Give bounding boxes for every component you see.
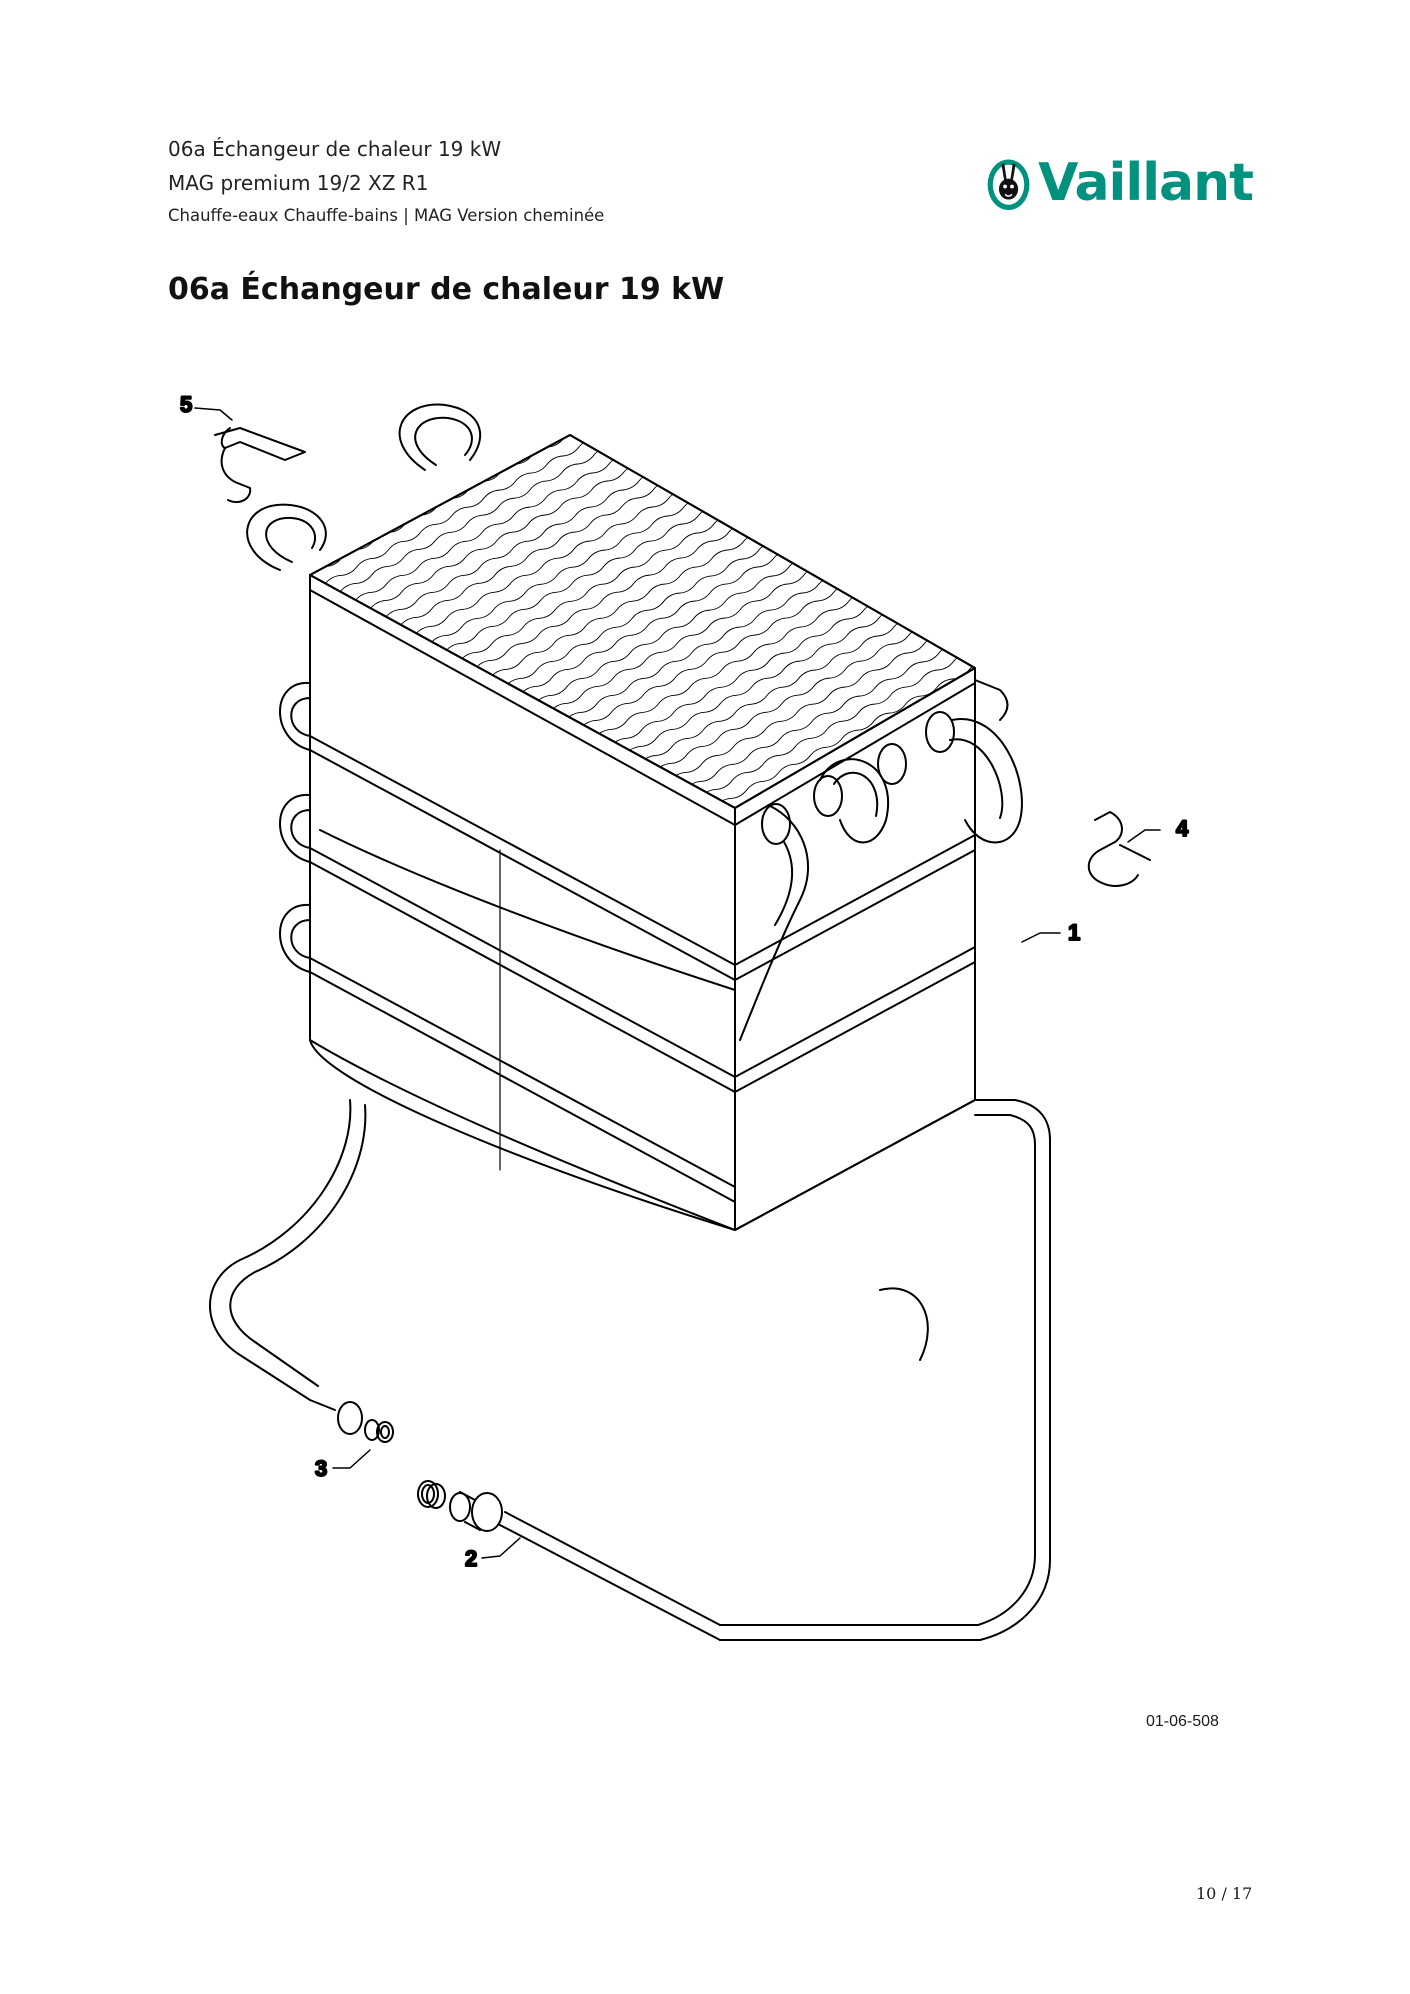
plate-heat-exchanger <box>309 434 976 1231</box>
hare-emblem-icon <box>987 159 1030 211</box>
seal-rings <box>376 1421 439 1508</box>
heat-exchanger-exploded-drawing: 5 4 1 3 2 <box>179 391 1190 1641</box>
callout-4: 4 <box>1176 816 1189 841</box>
header-category: Chauffe-eaux Chauffe-bains | MAG Version… <box>168 206 605 225</box>
drawing-reference-number: 01-06-508 <box>1146 1713 1219 1730</box>
header-model-name: MAG premium 19/2 XZ R1 <box>168 171 429 195</box>
callout-1: 1 <box>1068 920 1080 945</box>
inlet-tube-bottom <box>426 1483 721 1641</box>
logo-wordmark: Vaillant <box>1038 153 1254 213</box>
clip-item-4 <box>1087 811 1151 887</box>
clip-item-5 <box>214 427 306 504</box>
rear-tube-loops <box>246 403 482 571</box>
page-title: 06a Échangeur de chaleur 19 kW <box>168 272 725 307</box>
page-number: 10 / 17 <box>1196 1884 1253 1903</box>
connection-ports <box>739 711 1023 1041</box>
vaillant-logo: Vaillant <box>985 148 1254 218</box>
callout-5: 5 <box>180 392 192 417</box>
callout-leaders <box>194 407 1161 1559</box>
callout-2: 2 <box>465 1546 477 1571</box>
outlet-tube-left <box>209 1099 380 1441</box>
callout-3: 3 <box>315 1456 327 1481</box>
coiled-tube <box>279 681 976 1203</box>
header-section-title: 06a Échangeur de chaleur 19 kW <box>168 137 502 161</box>
tube-riser-right <box>719 679 1051 1641</box>
